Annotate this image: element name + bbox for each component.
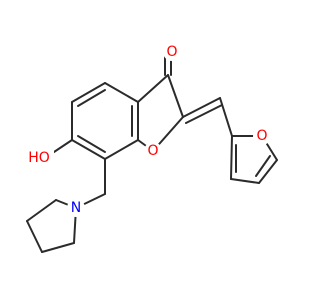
bond <box>77 89 106 107</box>
hydroxyl-label: HO <box>28 150 50 166</box>
furan-oxygen-label: O <box>256 128 267 144</box>
bond <box>182 97 221 118</box>
bond <box>71 82 106 103</box>
bond <box>167 74 184 118</box>
bond <box>77 135 106 153</box>
amine-nitrogen: N <box>67 199 85 217</box>
bond <box>71 139 106 160</box>
bond <box>41 242 75 253</box>
atom-labels: O HO O O N <box>26 43 271 217</box>
bond <box>104 82 139 103</box>
bond <box>230 135 233 180</box>
bond <box>26 199 57 222</box>
bond <box>104 139 139 160</box>
bond <box>185 104 223 124</box>
bond <box>26 220 43 253</box>
bond <box>219 97 233 137</box>
ring-oxygen: O <box>144 142 162 160</box>
amine-nitrogen-label: N <box>71 200 81 216</box>
ring-oxygen-label: O <box>147 143 158 159</box>
bond <box>137 74 169 103</box>
bond <box>255 155 271 177</box>
bond <box>258 159 278 184</box>
carbonyl-oxygen: O <box>163 43 181 61</box>
molecule-structure: O HO O O N <box>26 43 278 253</box>
bond <box>230 178 260 184</box>
carbonyl-oxygen-label: O <box>166 44 177 60</box>
hydroxyl-group: HO <box>26 148 54 168</box>
furan-oxygen: O <box>253 127 271 145</box>
